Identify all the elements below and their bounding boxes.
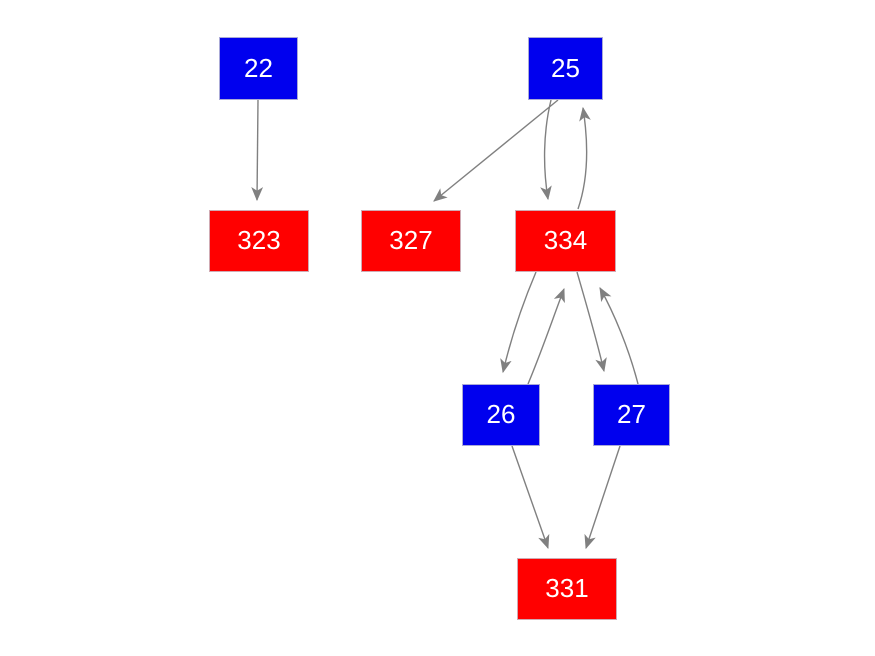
graph-node-26[interactable]: 26 — [462, 384, 540, 446]
edge-27-to-334 — [599, 287, 639, 385]
edge-group — [251, 99, 639, 550]
graph-node-label: 22 — [244, 52, 273, 83]
edge-334-to-25 — [577, 106, 591, 210]
graph-node-label: 331 — [545, 573, 589, 603]
graph-node-label: 327 — [389, 225, 433, 255]
edge-334-to-26 — [500, 271, 537, 374]
edge-25-to-327 — [433, 99, 559, 202]
graph-node-334[interactable]: 334 — [515, 210, 616, 272]
graph-node-label: 334 — [543, 225, 588, 255]
edge-26-to-334 — [527, 287, 565, 385]
graph-node-label: 27 — [617, 399, 646, 429]
graph-node-25[interactable]: 25 — [528, 37, 603, 100]
edge-25-to-334 — [540, 99, 552, 201]
edge-334-to-27 — [576, 271, 607, 373]
graph-node-label: 323 — [237, 225, 281, 255]
graph-node-327[interactable]: 327 — [361, 210, 461, 272]
graph-node-22[interactable]: 22 — [219, 37, 298, 100]
edge-26-to-331 — [511, 445, 550, 550]
graph-node-label: 25 — [551, 52, 580, 83]
graph-node-27[interactable]: 27 — [593, 384, 670, 446]
graph-node-label: 26 — [486, 399, 516, 429]
edge-27-to-331 — [584, 445, 621, 550]
graph-node-331[interactable]: 331 — [517, 558, 617, 620]
edge-22-to-323 — [251, 99, 264, 202]
graph-node-323[interactable]: 323 — [209, 210, 309, 272]
